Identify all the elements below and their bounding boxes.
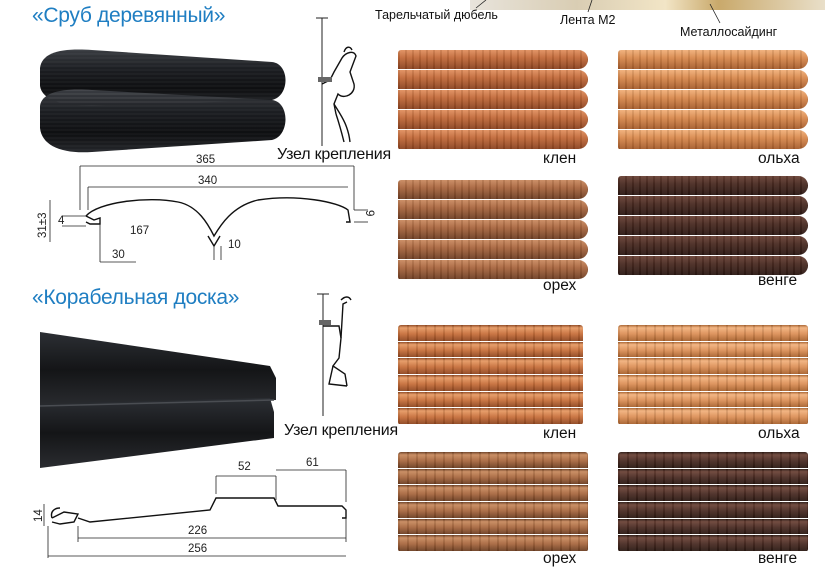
top-photo-strip — [470, 0, 825, 10]
section-title-ship-board: «Корабельная доска» — [32, 286, 240, 309]
section-title-log: «Сруб деревянный» — [32, 4, 226, 27]
swatch-ship-olkha — [618, 325, 808, 425]
dim-inner-log: 340 — [198, 175, 217, 187]
board-plank — [618, 375, 808, 391]
callout-siding: Металлосайдинг — [680, 25, 778, 39]
node-label-log: Узел крепления — [277, 146, 391, 163]
board-plank — [398, 358, 583, 374]
swatch-label-log-olkha: ольха — [758, 150, 800, 167]
board-plank — [618, 325, 808, 341]
node-label-ship-board: Узел крепления — [284, 422, 398, 439]
log-band — [398, 50, 588, 69]
swatch-label-log-orekh: орех — [543, 277, 577, 294]
board-plank — [398, 408, 583, 424]
swatch-label-ship-klen: клен — [543, 425, 577, 442]
ship-board-panel-image — [39, 332, 276, 468]
swatch-log-klen — [398, 50, 588, 150]
log-band — [618, 176, 808, 195]
swatch-label-log-klen: клен — [543, 150, 577, 167]
board-plank — [398, 518, 588, 535]
log-band — [618, 196, 808, 215]
dim-total-log: 365 — [196, 154, 215, 166]
dim-inner-ship: 226 — [188, 525, 207, 537]
swatch-label-log-venge: венге — [758, 272, 798, 289]
board-plank — [618, 502, 808, 518]
log-band — [618, 110, 808, 129]
board-plank — [398, 325, 583, 341]
swatch-ship-klen — [398, 325, 583, 425]
board-plank — [398, 502, 588, 518]
mounting-node-diagram-ship-board — [317, 293, 352, 416]
board-plank — [618, 391, 808, 408]
log-band — [398, 130, 588, 149]
log-band — [398, 110, 588, 129]
log-band — [398, 200, 588, 219]
dim-height-log: 31±3 — [37, 213, 49, 239]
board-plank — [618, 452, 808, 468]
log-band — [398, 240, 588, 259]
dim-lock-left-log: 4 — [58, 215, 65, 227]
dim-edge-log: 30 — [112, 249, 125, 261]
log-band — [398, 180, 588, 199]
swatch-ship-venge — [618, 452, 808, 552]
dim-half-log: 167 — [130, 225, 149, 237]
swatch-label-ship-orekh: орех — [543, 550, 577, 567]
callout-lines — [475, 0, 721, 24]
log-band — [618, 130, 808, 149]
board-plank — [398, 341, 583, 358]
swatch-ship-orekh — [398, 452, 588, 552]
log-panel-image — [40, 49, 286, 153]
log-band — [398, 220, 588, 239]
dim-overlap-ship: 52 — [238, 461, 251, 473]
log-band — [398, 70, 588, 89]
dim-total-ship: 256 — [188, 543, 207, 555]
mounting-node-diagram-log — [316, 17, 357, 146]
callout-tape: Лента М2 — [560, 13, 616, 27]
callout-dowel: Тарельчатый дюбель — [375, 8, 498, 22]
dim-step-ship: 61 — [306, 457, 319, 469]
log-band — [398, 90, 588, 109]
board-plank — [398, 452, 588, 468]
board-plank — [618, 358, 808, 374]
ship-board-profile-drawing: 52 61 226 256 14 — [33, 457, 347, 558]
board-plank — [398, 468, 588, 485]
board-plank — [398, 391, 583, 408]
log-band — [618, 50, 808, 69]
board-plank — [618, 468, 808, 485]
swatch-label-ship-olkha: ольха — [758, 425, 800, 442]
log-band — [618, 256, 808, 275]
log-band — [618, 70, 808, 89]
log-band — [398, 260, 588, 279]
dim-height-ship: 14 — [33, 509, 45, 522]
swatch-log-orekh — [398, 180, 588, 280]
board-plank — [398, 535, 588, 551]
board-plank — [618, 535, 808, 551]
board-plank — [618, 485, 808, 501]
swatch-log-olkha — [618, 50, 808, 150]
board-plank — [618, 341, 808, 358]
log-band — [618, 90, 808, 109]
swatch-label-ship-venge: венге — [758, 550, 798, 567]
board-plank — [398, 375, 583, 391]
board-plank — [618, 408, 808, 424]
log-profile-drawing: 365 340 167 10 30 31±3 4 9 — [37, 154, 375, 263]
board-plank — [398, 485, 588, 501]
log-band — [618, 216, 808, 235]
dim-lock-right-log: 9 — [363, 210, 375, 216]
swatch-log-venge — [618, 176, 808, 276]
dim-gap-log: 10 — [228, 239, 241, 251]
log-band — [618, 236, 808, 255]
board-plank — [618, 518, 808, 535]
